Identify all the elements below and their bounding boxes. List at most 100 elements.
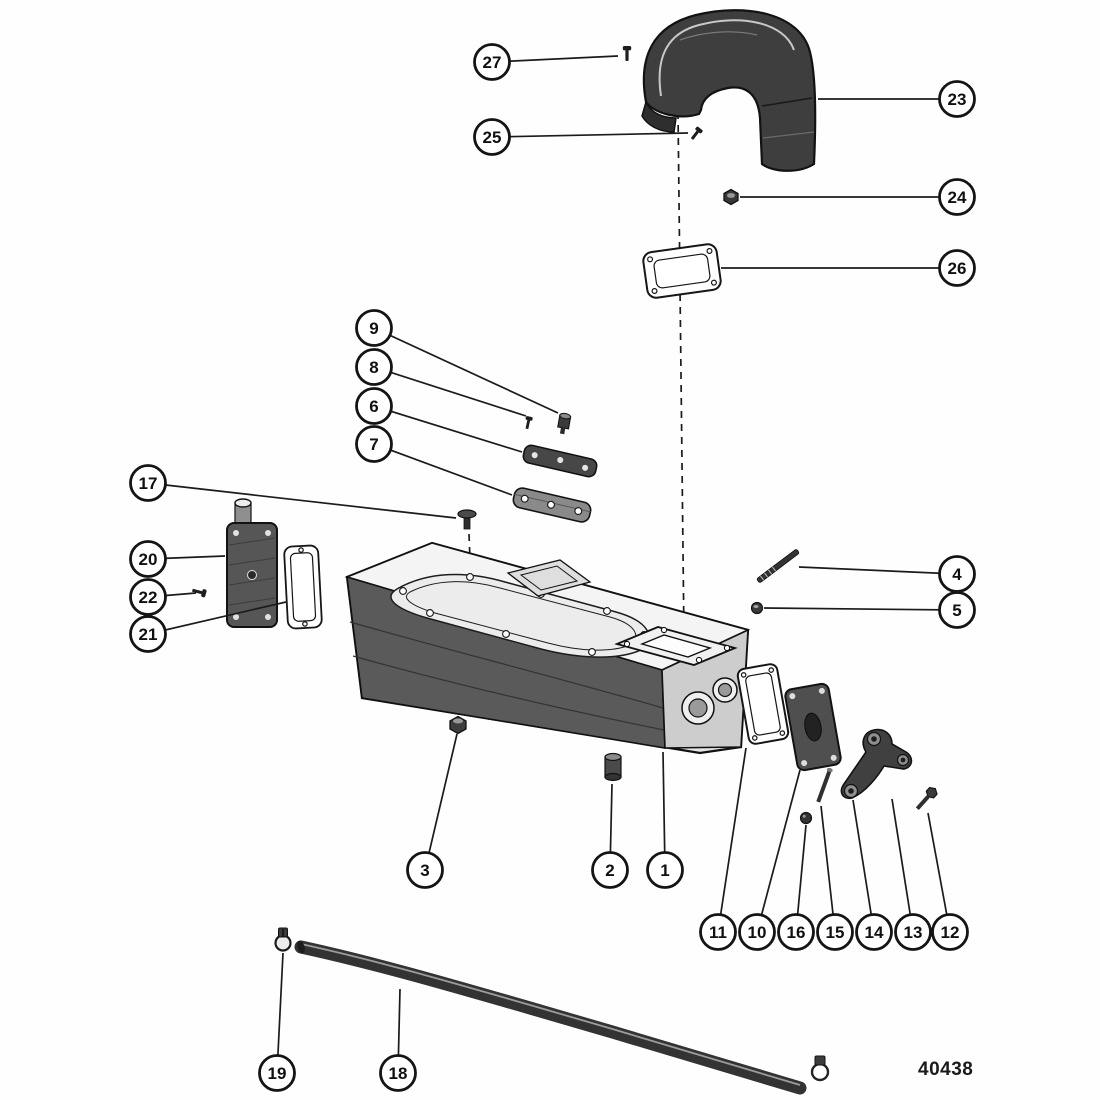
callout-2: 2 xyxy=(591,783,629,889)
callout-number: 19 xyxy=(268,1064,287,1083)
callout-circle xyxy=(855,913,893,951)
fitting-9-part xyxy=(557,412,572,435)
callout-25: 25 xyxy=(473,118,689,156)
callout-circle xyxy=(355,348,393,386)
leader-line xyxy=(147,482,457,519)
callout-circle xyxy=(473,118,511,156)
elbow-gasket-26-part xyxy=(642,243,722,299)
hose-clamp-19-part xyxy=(274,927,292,952)
manifold-body-part xyxy=(344,541,751,755)
screw-12-part xyxy=(915,786,938,810)
callout-26: 26 xyxy=(721,249,976,287)
plate-7-part xyxy=(512,487,592,523)
callout-circle xyxy=(699,913,737,951)
plug-5-part xyxy=(750,601,764,615)
leader-line xyxy=(763,607,958,611)
callout-number: 3 xyxy=(420,861,429,880)
leader-line xyxy=(373,366,527,417)
elbow-screw-27-part xyxy=(622,46,632,61)
fitting-2-part xyxy=(604,752,622,782)
callout-number: 21 xyxy=(139,625,158,644)
callout-15: 15 xyxy=(816,805,854,951)
callout-circle xyxy=(129,464,167,502)
callout-3: 3 xyxy=(406,733,458,889)
plate-6-part xyxy=(522,444,598,478)
callout-18: 18 xyxy=(379,988,417,1092)
manifold-top-boss xyxy=(506,559,592,597)
callout-4: 4 xyxy=(798,555,976,593)
callout-number: 8 xyxy=(369,358,378,377)
callout-6: 6 xyxy=(355,387,523,453)
callout-number: 16 xyxy=(787,923,806,942)
callout-number: 7 xyxy=(369,435,378,454)
callout-23: 23 xyxy=(818,80,976,118)
callout-number: 25 xyxy=(483,128,502,147)
callout-circle xyxy=(738,913,776,951)
callout-circle xyxy=(591,851,629,889)
stud-15-part xyxy=(816,767,833,803)
callout-17: 17 xyxy=(129,464,457,519)
callout-number: 5 xyxy=(952,601,961,620)
leader-line xyxy=(891,798,914,933)
callout-19: 19 xyxy=(258,952,296,1092)
callout-circle xyxy=(473,43,511,81)
leader-line xyxy=(373,405,523,453)
callout-1: 1 xyxy=(646,751,684,889)
elbow-screw-25-part xyxy=(691,126,703,140)
callout-number: 1 xyxy=(660,861,669,880)
leader-line xyxy=(662,751,666,871)
callout-number: 22 xyxy=(139,588,158,607)
callout-12: 12 xyxy=(927,812,969,951)
callout-8: 8 xyxy=(355,348,527,417)
callout-number: 2 xyxy=(605,861,614,880)
leader-line xyxy=(373,327,559,414)
callout-number: 13 xyxy=(904,923,923,942)
nut-3-part xyxy=(449,715,467,735)
fitting-17-part xyxy=(457,509,477,530)
callout-number: 11 xyxy=(709,923,727,942)
callout-9: 9 xyxy=(355,309,559,414)
callout-24: 24 xyxy=(740,178,976,216)
callout-14: 14 xyxy=(852,799,893,951)
leader-line xyxy=(756,769,801,933)
callout-number: 27 xyxy=(483,53,502,72)
callout-22: 22 xyxy=(129,578,197,616)
callout-27: 27 xyxy=(473,43,619,81)
callout-circle xyxy=(129,578,167,616)
callout-11: 11 xyxy=(699,747,747,951)
callout-number: 4 xyxy=(952,565,962,584)
leader-line xyxy=(798,566,958,575)
leader-line xyxy=(276,952,284,1074)
callout-20: 20 xyxy=(129,540,226,578)
leader-line xyxy=(424,733,458,871)
leader-line xyxy=(820,805,836,933)
callout-number: 17 xyxy=(139,474,158,493)
callout-circle xyxy=(938,591,976,629)
stud-4-part xyxy=(756,549,800,583)
leader-line xyxy=(717,747,747,933)
callout-circle xyxy=(646,851,684,889)
leader-line xyxy=(852,799,875,933)
callout-circle xyxy=(931,913,969,951)
callout-number: 20 xyxy=(139,550,158,569)
gasket-21-part xyxy=(283,544,323,630)
figure-number: 40438 xyxy=(918,1059,974,1080)
screw-8-part xyxy=(525,416,533,430)
screw-22-part xyxy=(191,588,207,598)
hose-end-clamp-part xyxy=(810,1055,830,1082)
callout-number: 10 xyxy=(748,923,767,942)
leader-line xyxy=(927,812,951,933)
callout-circle xyxy=(406,851,444,889)
exhaust-elbow-cover-part xyxy=(641,9,817,172)
callout-10: 10 xyxy=(738,769,801,951)
callout-circle xyxy=(894,913,932,951)
callout-number: 26 xyxy=(948,259,967,278)
callout-circle xyxy=(355,425,393,463)
callout-circle xyxy=(129,540,167,578)
callout-circle xyxy=(129,615,167,653)
callout-circle xyxy=(355,387,393,425)
leader-line xyxy=(373,443,513,496)
nut-24-part xyxy=(723,188,739,206)
